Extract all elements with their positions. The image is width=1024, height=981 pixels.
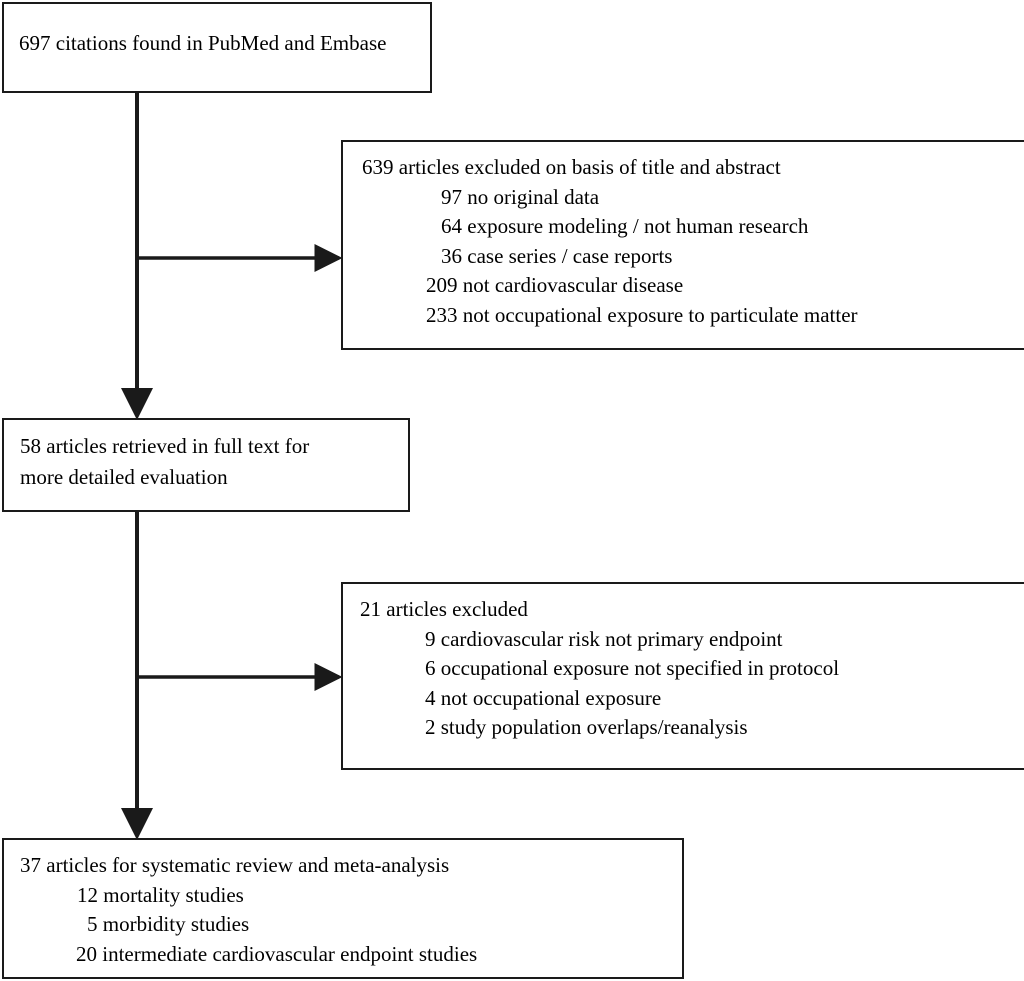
title-abstract-exclusion-box: 639 articles excluded on basis of title … xyxy=(341,140,1024,350)
full-text-review-box: 58 articles retrieved in full text for m… xyxy=(2,418,410,512)
exclusion-reason: 209 not cardiovascular disease xyxy=(426,273,684,297)
exclusion-reason: 233 not occupational exposure to particu… xyxy=(426,302,858,327)
exclusion-reason: 97 no original data xyxy=(441,184,600,209)
search-results-text: 697 citations found in PubMed and Embase xyxy=(19,31,387,55)
included-study-category: 20 intermediate cardiovascular endpoint … xyxy=(76,941,478,966)
exclusion-reason: 4 not occupational exposure xyxy=(425,685,662,710)
full-text-review-line: more detailed evaluation xyxy=(20,465,228,489)
included-studies-heading: 37 articles for systematic review and me… xyxy=(20,853,450,877)
full-text-exclusion-box: 21 articles excluded 9 cardiovascular ri… xyxy=(341,582,1024,770)
included-studies-box: 37 articles for systematic review and me… xyxy=(2,838,684,979)
title-abstract-exclusion-heading: 639 articles excluded on basis of title … xyxy=(362,155,781,179)
exclusion-reason: 6 occupational exposure not specified in… xyxy=(425,656,840,680)
search-results-box: 697 citations found in PubMed and Embase xyxy=(2,2,432,93)
exclusion-reason: 64 exposure modeling / not human researc… xyxy=(441,214,809,238)
included-study-category: 5 morbidity studies xyxy=(87,912,250,936)
included-study-category: 12 mortality studies xyxy=(77,882,244,907)
exclusion-reason: 9 cardiovascular risk not primary endpoi… xyxy=(425,626,783,651)
full-text-review-line: 58 articles retrieved in full text for xyxy=(20,434,310,458)
exclusion-reason: 2 study population overlaps/reanalysis xyxy=(425,715,748,739)
full-text-exclusion-heading: 21 articles excluded xyxy=(360,597,528,621)
exclusion-reason: 36 case series / case reports xyxy=(441,243,673,268)
